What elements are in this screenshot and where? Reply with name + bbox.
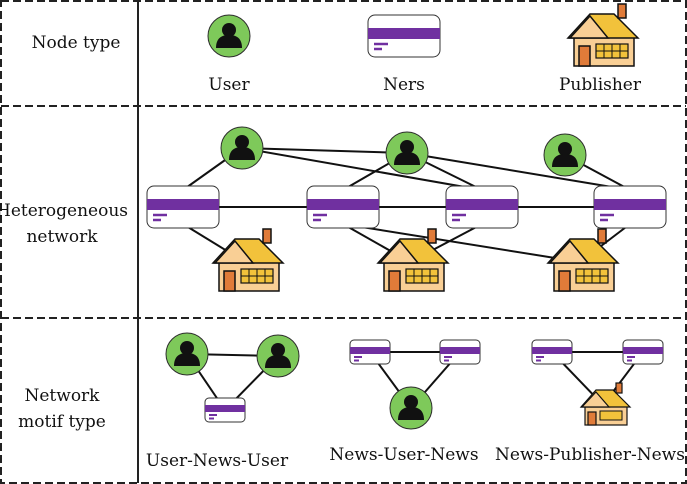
network-news-icon (444, 184, 520, 230)
motif-news-icon (349, 339, 391, 365)
row-label-node-type: Node type (32, 33, 121, 53)
row-label-motif-1: Network (25, 386, 101, 406)
motif-news-user-news (349, 339, 481, 430)
row-label-motif-2: motif type (18, 412, 106, 432)
network-publisher-icon (212, 228, 284, 292)
network-user-icon (543, 133, 587, 177)
network-user-icon (220, 126, 264, 170)
network-news-icon (592, 184, 668, 230)
motif-news-icon (622, 339, 664, 365)
row-label-heterogeneous-1: Heterogeneous (0, 201, 128, 221)
legend-news-icon (366, 13, 442, 59)
network-user-icon (385, 131, 429, 175)
motif-label-user-news-user: User-News-User (146, 451, 289, 471)
legend-publisher-icon (567, 3, 639, 67)
motif-user-icon (389, 386, 433, 430)
motif-user-news-user (165, 332, 300, 423)
network-publisher-icon (547, 228, 619, 292)
network-news-icon (145, 184, 221, 230)
legend-user-icon (207, 14, 251, 58)
motif-label-news-publisher-news: News-Publisher-News (495, 445, 685, 465)
motif-user-icon (256, 334, 300, 378)
motif-news-icon (439, 339, 481, 365)
motif-label-news-user-news: News-User-News (329, 445, 478, 465)
legend-user-label: User (208, 75, 250, 95)
row-label-heterogeneous-2: network (26, 227, 98, 247)
legend-news-label: Ners (383, 75, 425, 95)
motif-news-icon (204, 397, 246, 423)
legend-publisher-label: Publisher (559, 75, 642, 95)
network-news-icon (305, 184, 381, 230)
motif-user-icon (165, 332, 209, 376)
motif-news-icon (531, 339, 573, 365)
